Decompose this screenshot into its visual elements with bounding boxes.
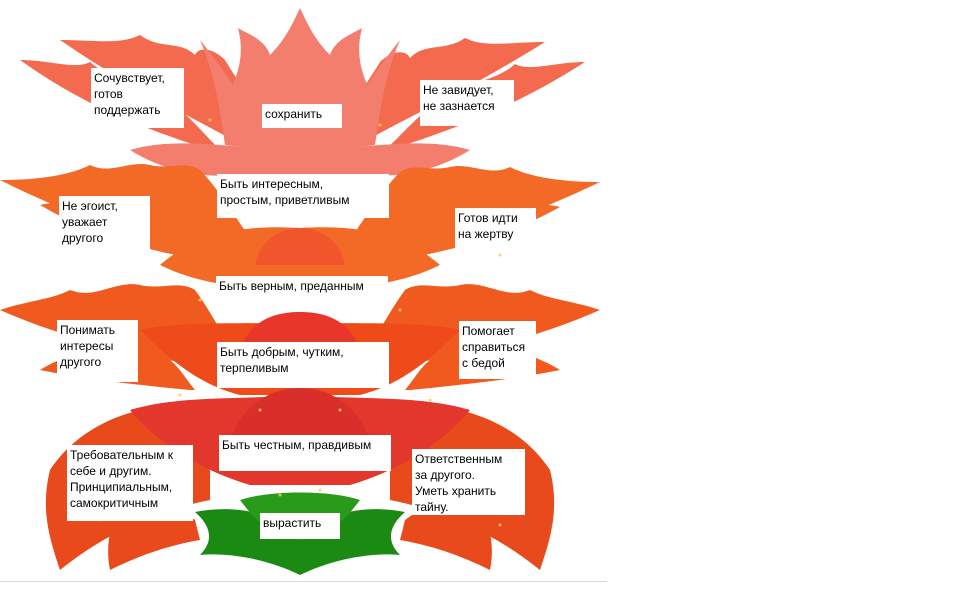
bottom-center-dome [230, 388, 370, 440]
label-interesnym: Быть интересным, простым, приветливым [217, 174, 389, 218]
label-sochuvstvuet: Сочувствует, готов поддержать [91, 68, 184, 128]
sparkle [258, 408, 262, 412]
label-otvetstvennym: Ответственным за другого. Уметь хранить … [412, 449, 525, 515]
sparkle [498, 253, 502, 257]
sparkle [208, 118, 212, 122]
sparkle [378, 123, 382, 127]
sparkle [318, 488, 322, 492]
label-ne-zaviduet: Не завидует, не зазнается [420, 80, 514, 126]
label-vernym: Быть верным, преданным [216, 276, 388, 308]
sparkle [428, 398, 432, 402]
top-center-side-left [200, 40, 265, 150]
sparkle [278, 493, 282, 497]
top-cup [130, 143, 470, 176]
label-ponimat: Понимать интересы другого [57, 320, 138, 382]
baseline-divider [0, 581, 607, 582]
upper-center-dome [255, 228, 345, 265]
red-center-dome [240, 312, 360, 350]
label-chestnym: Быть честным, правдивым [219, 435, 391, 471]
label-dobrym: Быть добрым, чутким, терпеливым [217, 342, 389, 388]
sparkle [178, 393, 182, 397]
label-sokhranit: сохранить [262, 104, 342, 128]
sparkle [398, 308, 402, 312]
label-vyrastit: вырастить [260, 513, 340, 539]
bottom-right-petal-2 [400, 498, 492, 570]
label-ne-egoist: Не эгоист, уважает другого [59, 196, 150, 254]
sparkle [198, 298, 202, 302]
sparkle [498, 523, 502, 527]
label-gotov-idti: Готов идти на жертву [455, 208, 536, 250]
label-pomogaet: Помогает справиться с бедой [459, 321, 536, 379]
label-trebovatelnym: Требовательным к себе и другим. Принципи… [67, 445, 193, 521]
top-center-side-right [335, 40, 400, 150]
sparkle [338, 408, 342, 412]
